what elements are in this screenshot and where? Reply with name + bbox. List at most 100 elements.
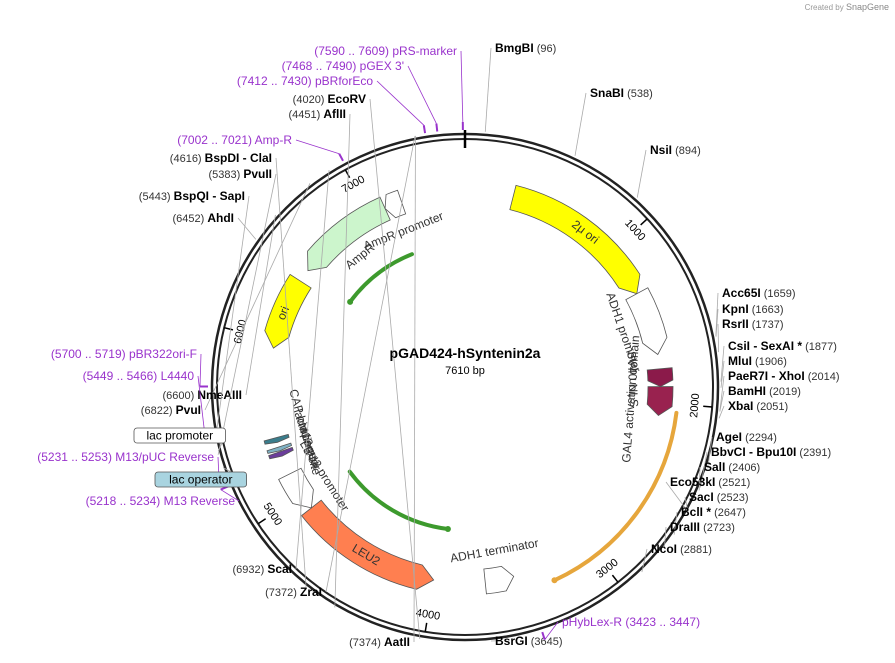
- primer-labels: (7590 .. 7609) pRS-marker(7468 .. 7490) …: [37, 44, 700, 641]
- enzyme-label: MluI (1906): [728, 354, 787, 368]
- orf-arrowhead: [551, 577, 558, 584]
- primer-leader: [407, 65, 437, 124]
- feature-arrow: [264, 273, 312, 349]
- enzyme-label: Acc65I (1659): [722, 286, 796, 300]
- primer-leader: [220, 489, 240, 502]
- enzyme-leader: [664, 526, 667, 548]
- enzyme-label: BsrGI (3645): [495, 634, 563, 648]
- enzyme-label: KpnI (1663): [722, 302, 784, 316]
- enzyme-label: SacI (2523): [689, 490, 749, 504]
- tick-mark: [224, 326, 234, 331]
- enzyme-label: (4616) BspDI - ClaI: [170, 151, 272, 165]
- outer-feature-label: lac operator: [169, 473, 232, 487]
- snapgene-credit: Created by SnapGene: [805, 2, 889, 12]
- enzyme-label: SnaBI (538): [590, 86, 653, 100]
- enzyme-leader: [717, 323, 720, 353]
- feature-arrow: [268, 446, 294, 460]
- feature-arrow: [646, 367, 674, 388]
- primer-leader: [295, 139, 340, 155]
- feature-arrow: [625, 287, 668, 356]
- enzyme-leader: [574, 92, 587, 156]
- feature-arrow: [266, 442, 293, 454]
- tick-mark: [344, 169, 351, 179]
- tick-mark: [640, 218, 648, 226]
- enzyme-label: (7372) ZraI: [265, 585, 322, 599]
- orf-arrowhead: [444, 525, 451, 532]
- primer-label: (5218 .. 5234) M13 Reverse: [86, 494, 236, 508]
- enzyme-label: (7374) AatII: [349, 635, 410, 649]
- primer-label: (7590 .. 7609) pRS-marker: [314, 44, 457, 58]
- primer-label: (5231 .. 5253) M13/pUC Reverse: [37, 450, 214, 464]
- enzyme-leader: [214, 195, 250, 443]
- enzyme-leader: [700, 451, 708, 488]
- enzyme-label: (4020) EcoRV: [293, 92, 366, 106]
- orf-arc: [348, 252, 414, 304]
- enzyme-leader: [369, 98, 421, 640]
- feature-arrow: [646, 386, 674, 417]
- plasmid-name: pGAD424-hSyntenin2a: [390, 345, 541, 361]
- enzyme-leader: [217, 173, 277, 455]
- enzyme-leader: [334, 113, 351, 608]
- enzyme-leader: [720, 345, 725, 382]
- primer-mark: [541, 631, 546, 641]
- enzyme-leader: [718, 405, 725, 419]
- primer-leader: [460, 50, 464, 123]
- orf-arrowhead: [347, 298, 354, 305]
- tick-label: 3000: [594, 556, 621, 581]
- enzyme-label: XbaI (2051): [728, 399, 788, 413]
- enzyme-label: BamHI (2019): [728, 384, 801, 398]
- primer-label: (7468 .. 7490) pGEX 3': [282, 59, 404, 73]
- enzyme-leader: [204, 183, 311, 411]
- enzyme-label: PaeR7I - XhoI (2014): [728, 369, 840, 383]
- feature-arrow: [384, 189, 407, 219]
- primer-mark: [422, 125, 427, 134]
- tick-label: 4000: [415, 607, 441, 623]
- outer-feature-label: lac promoter: [146, 429, 213, 443]
- feature-label: ADH1 terminator: [449, 536, 539, 566]
- tick-label: 2000: [688, 393, 702, 418]
- enzyme-label: (5383) PvuII: [208, 167, 272, 181]
- primer-label: (7412 .. 7430) pBRforEco: [237, 74, 373, 88]
- tick-mark: [703, 405, 713, 408]
- enzyme-leader: [413, 135, 416, 643]
- enzyme-leader: [665, 481, 689, 513]
- tick-mark: [424, 622, 428, 632]
- enzyme-label: BclI * (2647): [681, 505, 746, 519]
- enzyme-leader: [295, 170, 330, 570]
- enzyme-leader: [275, 157, 307, 588]
- feature-arrow: [263, 433, 290, 445]
- enzyme-label: (5443) BspQI - SapI: [139, 189, 245, 203]
- primer-label: (5700 .. 5719) pBR322ori-F: [51, 347, 197, 361]
- enzyme-leader: [484, 47, 492, 132]
- enzyme-label: DraIII (2723): [670, 520, 735, 534]
- primer-label: (5449 .. 5466) L4440: [83, 369, 195, 383]
- enzyme-label: AgeI (2294): [716, 430, 777, 444]
- enzyme-label: (6452) AhdI: [172, 211, 234, 225]
- primer-leader: [376, 80, 425, 126]
- primer-mark: [435, 123, 439, 132]
- enzyme-label: CsiI - SexAI * (1877): [728, 339, 837, 353]
- enzyme-leader: [719, 375, 725, 411]
- feature-arrow: [278, 467, 314, 509]
- tick-label: 5000: [261, 501, 285, 528]
- enzyme-label: (4451) AflII: [288, 107, 346, 121]
- enzyme-label: RsrII (1737): [722, 317, 784, 331]
- enzyme-leader: [698, 466, 701, 491]
- enzyme-leader: [715, 308, 719, 337]
- plasmid-length: 7610 bp: [445, 365, 485, 377]
- feature-label: ori: [274, 304, 292, 322]
- primer-leader: [199, 353, 202, 387]
- tick-label: 7000: [340, 173, 367, 195]
- enzyme-leader: [673, 511, 678, 535]
- enzyme-leader: [325, 135, 416, 593]
- primer-label: pHybLex-R (3423 .. 3447): [562, 615, 700, 629]
- tick-mark: [611, 574, 619, 583]
- primer-mark: [338, 153, 344, 162]
- enzyme-leader: [641, 548, 648, 573]
- enzyme-leader: [720, 360, 725, 388]
- enzyme-label: NcoI (2881): [651, 542, 712, 556]
- plasmid-backbone: [210, 130, 720, 642]
- enzyme-label: BmgBI (96): [495, 41, 556, 55]
